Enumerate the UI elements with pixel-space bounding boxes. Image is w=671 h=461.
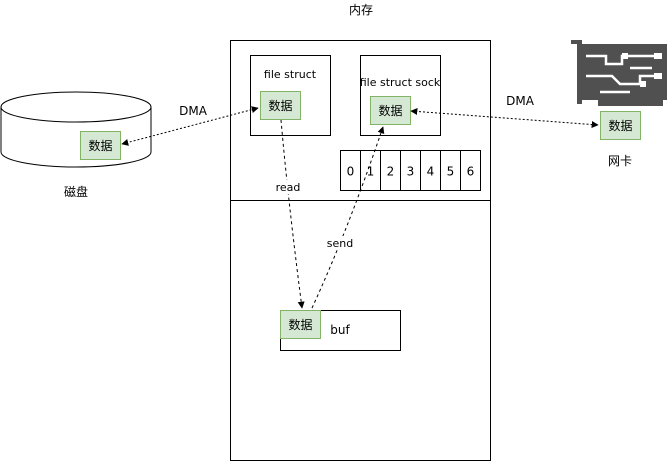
send-edge <box>311 126 385 309</box>
file-struct-label: file struct <box>264 68 317 81</box>
buf-data: 数据 <box>280 310 321 339</box>
disk-label: 磁盘 <box>64 184 88 199</box>
fd-slot-label: 1 <box>367 165 375 179</box>
nic-data: 数据 <box>600 111 641 140</box>
fd-slot-label: 0 <box>347 165 355 179</box>
fd-slot: 5 <box>440 150 461 191</box>
buf-label: buf <box>330 323 350 337</box>
send-label: send <box>327 237 353 250</box>
disk-data: 数据 <box>80 131 121 160</box>
dma-nic-edge <box>410 107 599 129</box>
fd-slot: 1 <box>360 150 381 191</box>
dma-nic-label: DMA <box>506 94 535 108</box>
fd-slot: 3 <box>400 150 421 191</box>
fd-slot-label: 2 <box>387 165 395 179</box>
file-struct-sock-data: 数据 <box>370 96 411 125</box>
svg-text:数据: 数据 <box>268 98 292 113</box>
fd-slot: 0 <box>340 150 361 191</box>
svg-text:数据: 数据 <box>378 103 402 118</box>
dma-disk-edge <box>121 106 259 146</box>
file-struct-data: 数据 <box>260 91 301 120</box>
fd-slot: 4 <box>420 150 441 191</box>
fd-slot: 2 <box>380 150 401 191</box>
svg-text:数据: 数据 <box>608 118 632 133</box>
nic-label: 网卡 <box>608 154 632 168</box>
fd-slot-label: 6 <box>467 165 475 179</box>
file-struct-sock-label: file struct sock <box>360 76 441 89</box>
disk-icon <box>0 91 152 168</box>
fd-slot-label: 3 <box>407 165 415 179</box>
read-edge <box>280 119 305 309</box>
svg-text:数据: 数据 <box>288 317 312 332</box>
fd-slot-label: 5 <box>447 165 455 179</box>
fd-slot-label: 4 <box>427 165 435 179</box>
nic-icon <box>571 40 667 106</box>
read-label: read <box>276 181 301 194</box>
svg-text:数据: 数据 <box>88 138 112 153</box>
fd-slot: 6 <box>460 150 481 191</box>
memory-title: 内存 <box>349 3 373 17</box>
dma-disk-label: DMA <box>179 104 208 118</box>
